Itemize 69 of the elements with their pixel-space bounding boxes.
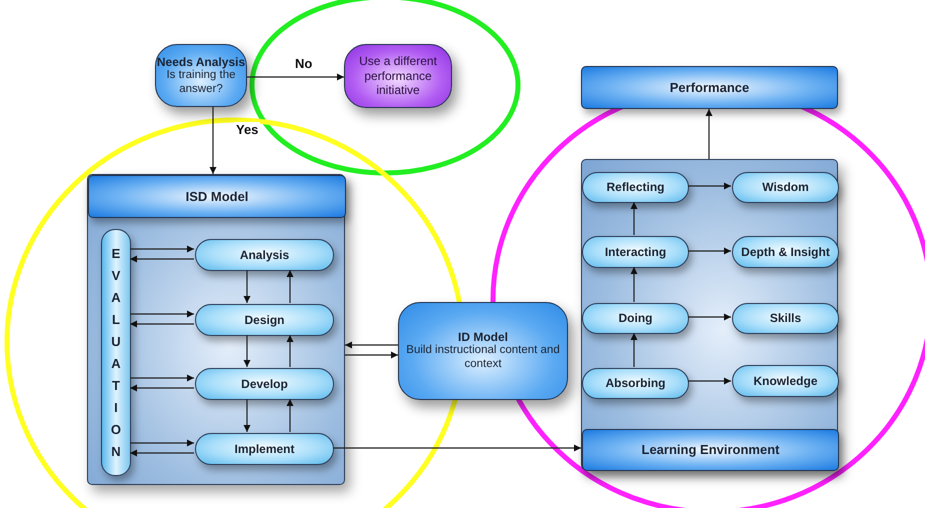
vertical-pill — [101, 229, 131, 476]
arrow — [630, 202, 638, 235]
arrow — [130, 450, 194, 456]
node-label: Interacting — [604, 244, 666, 260]
node-label: ISD Model — [186, 188, 248, 204]
node-title: ID Model — [458, 330, 508, 344]
node-label: Analysis — [240, 248, 290, 262]
arrow — [333, 444, 581, 452]
node-label: Doing — [618, 311, 652, 326]
pill-box — [582, 236, 689, 268]
node-label: Develop — [241, 376, 288, 392]
rounded-process-box — [155, 44, 247, 107]
arrow — [286, 399, 294, 432]
pill-box — [732, 172, 839, 203]
header-bar — [581, 66, 838, 109]
arrow — [244, 270, 250, 303]
arrow — [286, 270, 294, 303]
pill-box — [582, 303, 689, 334]
node-label: Performance — [670, 80, 750, 96]
arrow — [244, 399, 250, 432]
pill-box — [195, 239, 334, 271]
pill-box — [195, 433, 334, 465]
arrow — [345, 352, 398, 358]
node-label: Implement — [234, 442, 294, 456]
arrow — [130, 384, 194, 392]
header-bar — [582, 429, 839, 471]
node-label: Reflecting — [606, 180, 664, 195]
node-label: Knowledge — [753, 374, 818, 388]
arrow — [244, 335, 250, 367]
node-text: Is training the answer? — [165, 68, 237, 96]
node-label: Skills — [770, 311, 802, 326]
arrow — [130, 374, 194, 382]
arrow — [688, 248, 731, 254]
node-label: Learning Environment — [642, 442, 780, 458]
panel — [581, 159, 838, 470]
arrow — [688, 182, 731, 190]
pill-box — [732, 236, 839, 268]
arrow — [130, 246, 194, 252]
node-label: Depth & Insight — [741, 244, 830, 260]
header-bar — [88, 175, 346, 218]
vertical-label: EVALUATION — [110, 244, 122, 460]
arrow — [706, 109, 712, 159]
pill-box — [732, 303, 839, 334]
node-label: Design — [244, 312, 284, 328]
pill-box — [195, 368, 334, 400]
arrow — [286, 335, 294, 367]
node-label: Wisdom — [762, 180, 809, 195]
pill-box — [582, 172, 689, 203]
arrow — [345, 342, 398, 348]
arrow — [130, 320, 194, 328]
node-label: Absorbing — [606, 376, 666, 391]
node-label: Use a different performance initiative — [358, 54, 438, 98]
rounded-process-box — [398, 302, 568, 400]
arrow — [130, 310, 194, 318]
rounded-process-box — [344, 44, 452, 108]
panel — [87, 174, 345, 485]
arrow — [130, 440, 194, 446]
node-text: Build instructional content and context — [405, 344, 561, 372]
arrow — [688, 314, 731, 320]
edge-label: Yes — [234, 122, 260, 137]
arrow — [130, 256, 194, 262]
arrow — [688, 378, 731, 384]
edge-label: No — [293, 56, 314, 71]
arrow — [630, 333, 638, 367]
pill-box — [732, 365, 839, 397]
pill-box — [582, 368, 689, 399]
arrow — [630, 267, 638, 302]
pill-box — [195, 304, 334, 336]
node-title: Needs Analysis — [156, 54, 246, 69]
